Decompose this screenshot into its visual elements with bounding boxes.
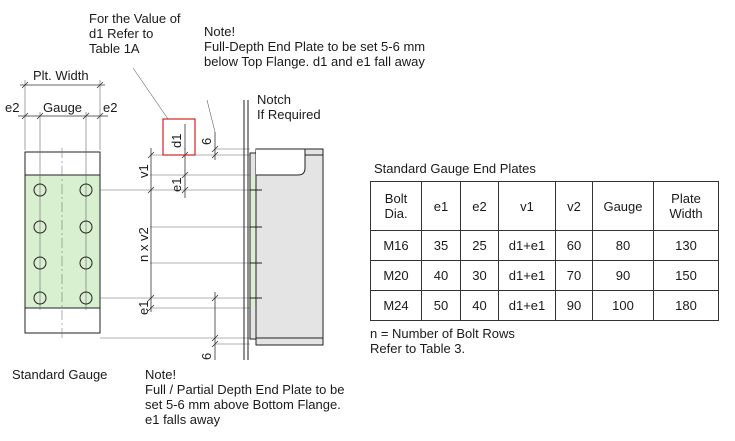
table-cell: d1+e1	[498, 260, 556, 291]
table-header-cell: Plate Width	[653, 181, 719, 231]
table-cell: 30	[460, 260, 499, 291]
table-cell: M20	[370, 260, 422, 291]
table-cell: M16	[370, 230, 422, 261]
plt-width-label: Plt. Width	[33, 68, 89, 83]
table-cell: 50	[421, 290, 461, 321]
table-header-cell: v2	[555, 181, 593, 231]
note-line: Note!	[145, 367, 177, 382]
n-x-v2-label: n x v2	[136, 227, 151, 262]
table-header-cell: e2	[460, 181, 499, 231]
top-flange-note: Note! Full-Depth End Plate to be set 5-6…	[204, 24, 425, 69]
note-line: d1 Refer to	[89, 26, 154, 41]
note-line: set 5-6 mm above Bottom Flange.	[145, 397, 341, 412]
table-title: Standard Gauge End Plates	[374, 161, 536, 176]
bolt-hole	[33, 291, 47, 305]
e2-left-label: e2	[5, 100, 19, 115]
e2-right-label: e2	[103, 100, 117, 115]
bolt-hole	[79, 256, 93, 270]
note-line: Full-Depth End Plate to be set 5-6 mm	[204, 39, 426, 54]
table-header-row: Bolt Dia. e1 e2 v1 v2 Gauge Plate Width	[370, 181, 719, 231]
table-row: M20 40 30 d1+e1 70 90 150	[370, 260, 719, 291]
beam-section	[243, 100, 324, 360]
e1-bottom-label: e1	[136, 301, 151, 315]
note-line: Notch	[257, 92, 291, 107]
e1-top-label: e1	[169, 178, 184, 192]
d1-highlight-box	[162, 118, 196, 156]
table-cell: 80	[592, 230, 654, 261]
bottom-flange-note: Note! Full / Partial Depth End Plate to …	[145, 367, 344, 427]
d1-reference-note: For the Value of d1 Refer to Table 1A	[89, 11, 181, 56]
table-cell: d1+e1	[498, 290, 556, 321]
note-line: If Required	[257, 107, 321, 122]
notch-note: Notch If Required	[257, 92, 321, 122]
standard-gauge-table-wrap: Bolt Dia. e1 e2 v1 v2 Gauge Plate Width …	[370, 181, 719, 321]
table-cell: d1+e1	[498, 230, 556, 261]
table-row: M16 35 25 d1+e1 60 80 130	[370, 230, 719, 261]
beam-notch	[256, 148, 306, 176]
bolt-hole	[79, 220, 93, 234]
note-line: n = Number of Bolt Rows	[370, 326, 515, 341]
gauge-label: Gauge	[43, 100, 82, 115]
note-line: Table 1A	[89, 41, 140, 56]
note-line: For the Value of	[89, 11, 181, 26]
table-cell: 90	[592, 260, 654, 291]
standard-gauge-table: Bolt Dia. e1 e2 v1 v2 Gauge Plate Width …	[370, 181, 719, 321]
table-header-cell: Gauge	[592, 181, 654, 231]
table-cell: 90	[555, 290, 593, 321]
note-line: e1 falls away	[145, 412, 221, 427]
six-bottom-label: 6	[199, 353, 214, 360]
table-row: M24 50 40 d1+e1 90 100 180	[370, 290, 719, 321]
end-plate-bolt-zone	[24, 174, 101, 309]
note-line: below Top Flange. d1 and e1 fall away	[204, 54, 425, 69]
note-line: Full / Partial Depth End Plate to be	[145, 382, 345, 397]
table-cell: 100	[592, 290, 654, 321]
bolt-hole	[33, 256, 47, 270]
table-cell: 40	[460, 290, 499, 321]
standard-gauge-label: Standard Gauge	[12, 367, 107, 382]
bolt-hole	[79, 183, 93, 197]
table-cell: 70	[555, 260, 593, 291]
bolt-rows-note: n = Number of Bolt Rows Refer to Table 3…	[370, 326, 515, 356]
end-plate-elevation: Plt. Width e2 Gauge e2 Standard Gauge	[5, 68, 117, 382]
table-cell: 35	[421, 230, 461, 261]
table-header-cell: v1	[498, 181, 556, 231]
table-cell: M24	[370, 290, 422, 321]
v1-label: v1	[136, 164, 151, 178]
note-line: Note!	[204, 24, 236, 39]
six-top-label: 6	[199, 138, 214, 145]
table-cell: 180	[653, 290, 719, 321]
beam-web	[255, 148, 324, 346]
table-header-cell: e1	[421, 181, 461, 231]
note-line: Refer to Table 3.	[370, 341, 466, 356]
table-cell: 130	[653, 230, 719, 261]
bolt-hole	[33, 220, 47, 234]
table-cell: 25	[460, 230, 499, 261]
d1-label: d1	[169, 134, 184, 148]
table-cell: 40	[421, 260, 461, 291]
bolt-hole	[79, 291, 93, 305]
table-cell: 60	[555, 230, 593, 261]
vertical-dimension-chain: v1 n x v2 e1 e1 d1 6 6	[132, 67, 219, 360]
bolt-holes	[33, 183, 93, 305]
bolt-hole	[33, 183, 47, 197]
table-header-cell: Bolt Dia.	[370, 181, 422, 231]
table-cell: 150	[653, 260, 719, 291]
